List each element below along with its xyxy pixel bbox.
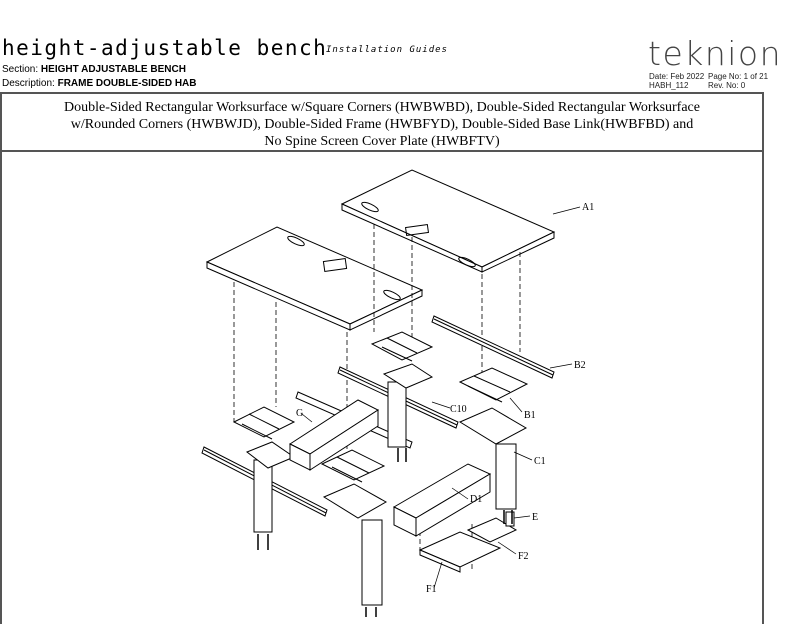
label-d1: D1	[470, 494, 482, 505]
label-b1: B1	[524, 410, 536, 421]
label-f2: F2	[518, 551, 529, 562]
bracket-upper-mid	[370, 331, 434, 362]
drawing-title-box: Double-Sided Rectangular Worksurface w/S…	[2, 94, 762, 152]
label-f1: F1	[426, 584, 437, 595]
exploded-assembly-drawing: A1 B2 B1 C10 C1 G D1 E F2 F1	[201, 169, 594, 617]
label-a1: A1	[582, 202, 594, 213]
leg-left-front	[322, 483, 388, 606]
bracket-left-1	[232, 406, 296, 440]
worksurface-left	[205, 226, 424, 331]
section-label: Section:	[2, 64, 39, 75]
revision-number: Rev. No: 0	[708, 81, 746, 90]
label-b2: B2	[574, 360, 586, 371]
leg-c1	[458, 407, 528, 510]
section-line: Section: HEIGHT ADJUSTABLE BENCH	[2, 64, 186, 75]
title-line-2: w/Rounded Corners (HWBWJD), Double-Sided…	[70, 117, 694, 132]
drawing-frame	[0, 92, 764, 624]
spine-rail-b2	[431, 315, 555, 379]
bracket-left-2	[320, 449, 386, 483]
date-text: Date: Feb 2022	[649, 72, 705, 81]
description-label: Description:	[2, 78, 55, 89]
plate-f1	[418, 531, 502, 573]
document-title: height-adjustable bench	[2, 36, 328, 60]
document-code: HABH_112	[649, 81, 689, 90]
title-line-1: Double-Sided Rectangular Worksurface w/S…	[64, 100, 700, 115]
bracket-b1	[458, 367, 529, 403]
title-line-3: No Spine Screen Cover Plate (HWBFTV)	[264, 134, 500, 149]
part-e	[505, 511, 515, 527]
description-value: FRAME DOUBLE-SIDED HAB	[57, 78, 197, 89]
beam-g	[288, 399, 380, 471]
label-c1: C1	[534, 456, 546, 467]
label-c10: C10	[450, 404, 467, 415]
beam-d1	[392, 463, 492, 537]
document-subtitle: Installation Guides	[326, 45, 448, 55]
label-e: E	[532, 512, 538, 523]
leg-mid	[382, 363, 434, 448]
leg-left-back	[245, 441, 296, 533]
label-g: G	[296, 408, 303, 419]
teknion-logo: teknion	[648, 34, 783, 73]
description-line: Description: FRAME DOUBLE-SIDED HAB	[2, 78, 196, 89]
section-value: HEIGHT ADJUSTABLE BENCH	[40, 64, 186, 75]
page-number: Page No: 1 of 21	[708, 72, 769, 81]
